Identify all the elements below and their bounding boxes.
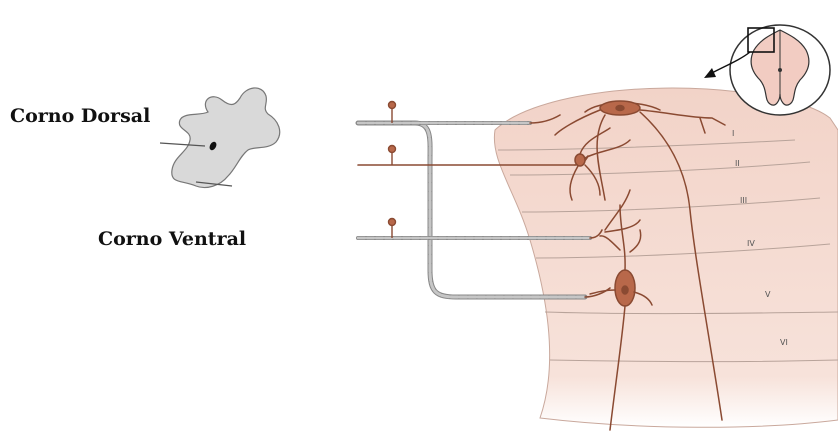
lamina-label-1: I bbox=[732, 129, 734, 138]
lamina-label-4: IV bbox=[747, 239, 755, 248]
gray-matter-horn-icon bbox=[160, 88, 280, 188]
lamina-label-5: V bbox=[765, 290, 771, 299]
lamina-label-2: II bbox=[735, 159, 740, 168]
lamina-label-3: III bbox=[740, 196, 747, 205]
lamina-label-6: VI bbox=[780, 338, 788, 347]
spinal-cord-section: I II III IV V VI bbox=[494, 88, 838, 427]
